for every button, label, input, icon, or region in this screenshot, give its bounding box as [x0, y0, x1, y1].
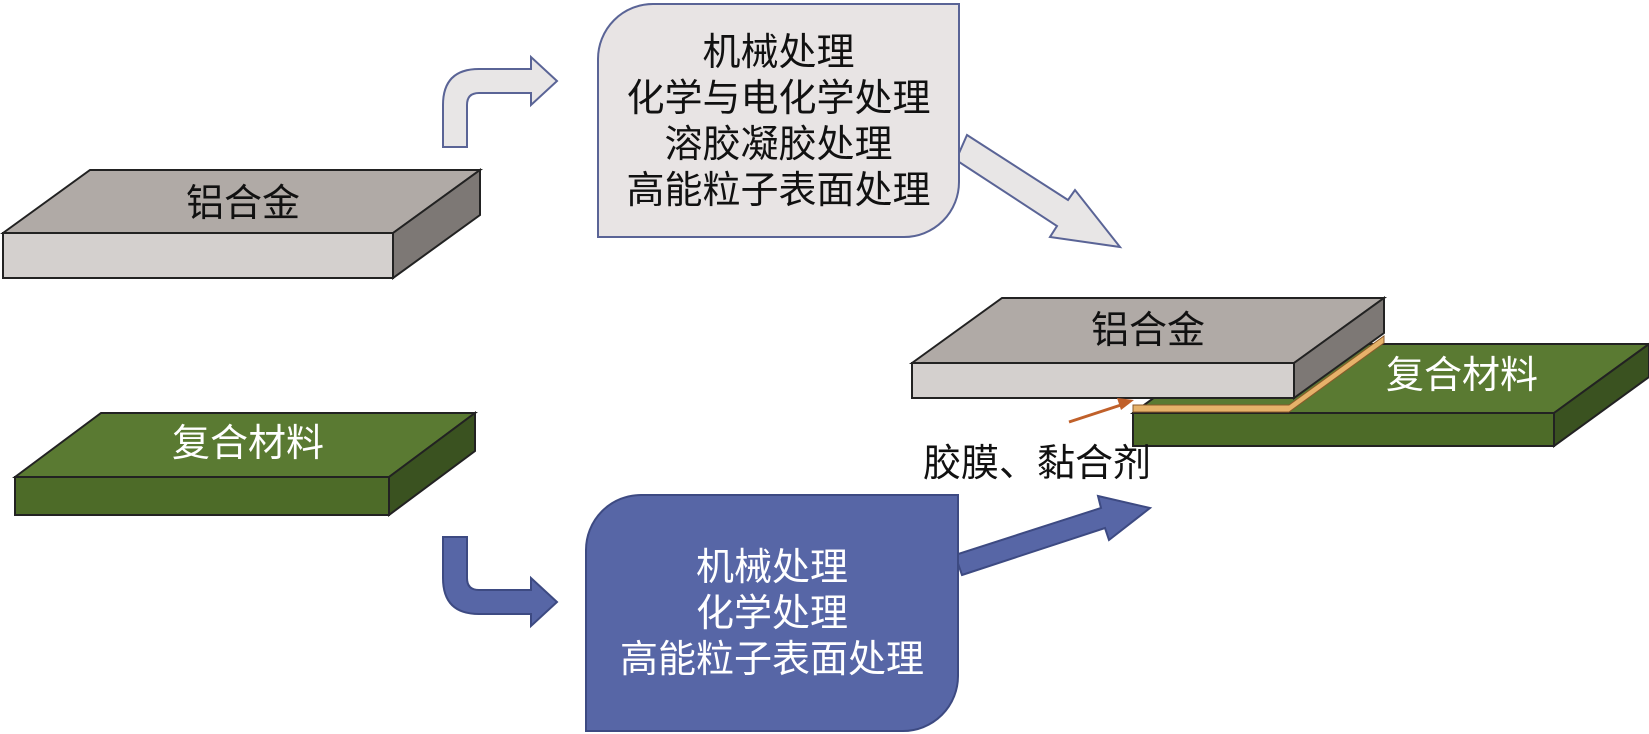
composite-treatment-to-assembly-arrow	[953, 494, 1153, 577]
assembly-composite-label: 复合材料	[1386, 353, 1538, 397]
composite-plate: 复合材料	[11, 411, 479, 517]
adhesive-pointer-head	[1117, 398, 1134, 410]
composite-bent-arrow	[442, 536, 559, 629]
aluminum-treatment-item: 机械处理	[702, 29, 855, 74]
adhesive-pointer-line	[1068, 402, 1125, 424]
composite-treatment-item: 高能粒子表面处理	[619, 637, 924, 681]
aluminum-treatment-item: 化学与电化学处理	[626, 75, 931, 120]
aluminum-treatment-box: 机械处理 化学与电化学处理 溶胶凝胶处理 高能粒子表面处理	[597, 3, 960, 238]
aluminum-plate: 铝合金	[0, 168, 484, 280]
adhesive-layer	[1132, 335, 1385, 413]
assembly-aluminum-label: 铝合金	[1091, 308, 1205, 352]
aluminum-treatment-item: 溶胶凝胶处理	[664, 121, 893, 166]
adhesive-label: 胶膜、黏合剂	[923, 441, 1151, 485]
aluminum-treatment-to-assembly-arrow	[954, 133, 1123, 249]
assembly-aluminum-plate: 铝合金	[908, 296, 1388, 400]
composite-treatment-item: 机械处理	[695, 545, 848, 589]
composite-treatment-item: 化学处理	[695, 591, 848, 635]
aluminum-plate-label: 铝合金	[186, 181, 300, 225]
composite-treatment-box: 机械处理 化学处理 高能粒子表面处理	[585, 494, 959, 732]
composite-plate-label: 复合材料	[172, 421, 324, 465]
aluminum-bent-arrow	[442, 54, 559, 148]
aluminum-treatment-item: 高能粒子表面处理	[626, 167, 931, 212]
